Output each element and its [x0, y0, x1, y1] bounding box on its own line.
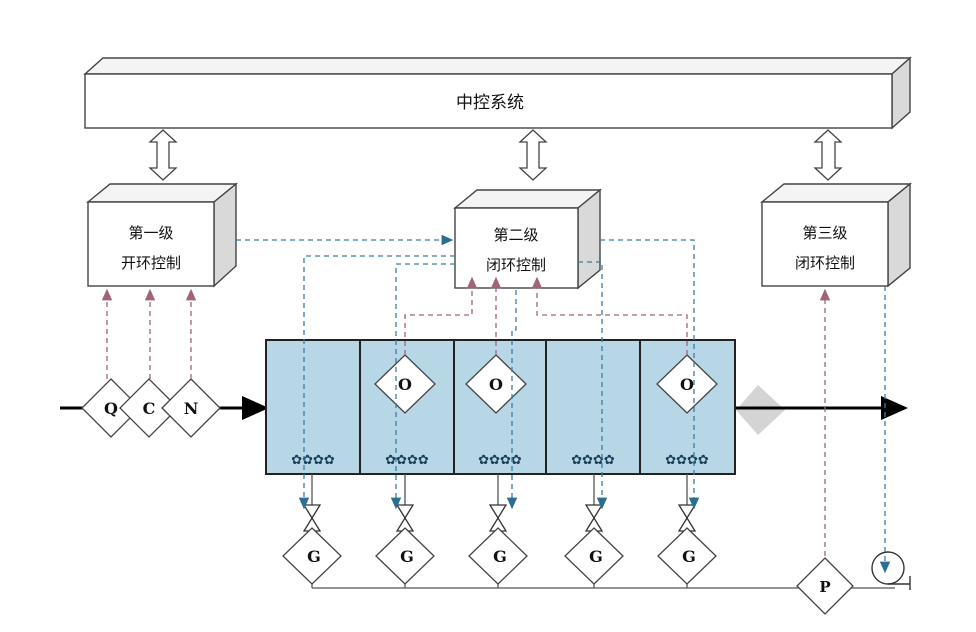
level3-title: 第三级 [802, 224, 847, 242]
level1-subtitle: 开环控制 [121, 254, 181, 272]
central-system-block: 中控系统 [83, 56, 912, 130]
flow-meter: G [375, 527, 435, 585]
pressure-sensor: P [796, 557, 854, 615]
valve-icon [488, 504, 508, 532]
feedback-lines-level1 [101, 288, 197, 379]
flow-meter-label: G [589, 547, 603, 566]
bidirectional-arrows [148, 129, 843, 181]
level2-subtitle: 闭环控制 [486, 256, 546, 274]
level3-box: 第三级 闭环控制 [760, 182, 912, 288]
do-sensor-label: O [489, 375, 503, 394]
level3-subtitle: 闭环控制 [795, 254, 855, 272]
do-sensor: O [465, 354, 527, 414]
control-lines-level2 [298, 239, 700, 510]
inlet-sensor-label: Q [104, 399, 118, 418]
flow-meter-label: G [493, 547, 507, 566]
flow-meter: G [657, 527, 717, 585]
flow-meter-label: G [307, 547, 321, 566]
aerator-icon: ✿✿✿✿ [571, 453, 615, 468]
double-arrow-icon [813, 129, 843, 181]
level1-title: 第一级 [128, 224, 173, 242]
inlet-sensor-label: N [184, 399, 199, 418]
level2-box: 第二级 闭环控制 [453, 188, 602, 290]
inlet-sensor-c: C [119, 378, 179, 438]
air-valves [302, 504, 697, 532]
aerator-icon: ✿✿✿✿ [665, 453, 709, 468]
blower-icon [871, 551, 911, 590]
do-sensor: O [656, 354, 718, 414]
aerator-icon: ✿✿✿✿ [478, 453, 522, 468]
do-sensor-label: O [680, 375, 694, 394]
flow-meter: G [468, 527, 528, 585]
double-arrow-icon [518, 129, 548, 181]
double-arrow-icon [148, 129, 178, 181]
inlet-sensor-n: N [161, 378, 221, 438]
outlet-shadow-diamond [736, 385, 785, 435]
inlet-sensor-label: C [143, 399, 156, 418]
pressure-sensor-label: P [819, 578, 830, 596]
level1-box: 第一级 开环控制 [86, 182, 238, 288]
do-sensor-label: O [398, 375, 412, 394]
feedback-lines-level2 [404, 276, 688, 355]
flow-meters: G G G G G [282, 527, 717, 585]
do-sensor: O [374, 354, 436, 414]
flow-meter-label: G [400, 547, 414, 566]
aerator-icon: ✿✿✿✿ [291, 453, 335, 468]
flow-meter: G [282, 527, 342, 585]
flow-meter: G [564, 527, 624, 585]
aerator-icon: ✿✿✿✿ [385, 453, 429, 468]
flow-meter-label: G [682, 547, 696, 566]
level2-title: 第二级 [493, 226, 538, 244]
central-system-label: 中控系统 [456, 93, 524, 113]
